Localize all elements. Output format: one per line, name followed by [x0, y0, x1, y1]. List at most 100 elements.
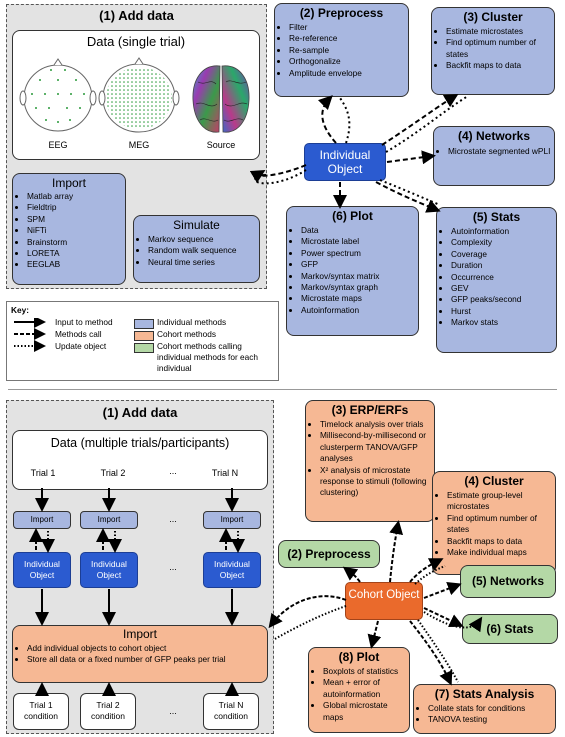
- list-item: Mean + error of autoinformation: [323, 677, 409, 700]
- eeg-head-icon: [19, 58, 97, 132]
- bottom-import-title: Import: [122, 627, 157, 641]
- top-preprocess-title: (2) Preprocess: [299, 6, 384, 20]
- list-item: Microstate label: [301, 236, 418, 247]
- bottom-arrows: [29, 488, 483, 696]
- simulate-box[interactable]: Simulate Markov sequence Random walk seq…: [133, 215, 260, 283]
- list-item: TANOVA testing: [428, 714, 555, 725]
- list-item: Backfit maps to data: [446, 60, 554, 71]
- cohort-object-label: Cohort Object: [348, 589, 420, 601]
- stats-analysis-box[interactable]: (7) Stats Analysis Collate stats for con…: [413, 684, 556, 734]
- list-item: Orthogonalize: [289, 56, 408, 67]
- top-stats-box[interactable]: (5) Stats Autoinformation Complexity Cov…: [436, 207, 557, 353]
- key-input: Input to method: [55, 317, 113, 327]
- trial-ellipsis: ...: [169, 466, 177, 476]
- condition-ellipsis: ...: [169, 706, 177, 716]
- top-networks-title: (4) Networks: [457, 129, 531, 143]
- top-stats-title: (5) Stats: [472, 210, 521, 224]
- top-import-title: Import: [51, 176, 86, 190]
- list-item: GFP peaks/second: [451, 294, 556, 305]
- trial-2-condition-label: Trial 2 condition: [90, 700, 126, 721]
- list-item: Autoinformation: [451, 226, 556, 237]
- list-item: Fieldtrip: [27, 202, 125, 213]
- list-item: Amplitude envelope: [289, 68, 408, 79]
- list-item: Duration: [451, 260, 556, 271]
- individual-object[interactable]: Individual Object: [304, 143, 386, 181]
- trial-n-label: Trial N: [211, 468, 239, 478]
- top-preprocess-box[interactable]: (2) Preprocess Filter Re-reference Re-sa…: [274, 3, 409, 97]
- list-item: Find optimum number of states: [447, 513, 555, 536]
- key-arrow-icons: [14, 318, 46, 352]
- list-item: GFP: [301, 259, 418, 270]
- list-item: Estimate group-level microstates: [447, 490, 555, 513]
- key-individual-methods: Individual methods: [157, 317, 227, 327]
- top-add-data-title: (1) Add data: [99, 8, 174, 23]
- top-plot-box[interactable]: (6) Plot Data Microstate label Power spe…: [286, 206, 419, 336]
- list-item: Backfit maps to data: [447, 536, 555, 547]
- list-item: Markov stats: [451, 317, 556, 328]
- list-item: Store all data or a fixed number of GFP …: [27, 654, 267, 665]
- list-item: Brainstorm: [27, 237, 125, 248]
- top-data-title: Data (single trial): [86, 34, 186, 49]
- meg-label: MEG: [128, 140, 150, 150]
- top-arrows: [249, 93, 469, 213]
- stats-analysis-title: (7) Stats Analysis: [434, 687, 535, 701]
- import-ellipsis: ...: [169, 514, 177, 524]
- list-item: Markov sequence: [148, 234, 259, 245]
- top-cluster-box[interactable]: (3) Cluster Estimate microstates Find op…: [431, 7, 555, 95]
- list-item: Hurst: [451, 306, 556, 317]
- bottom-cluster-box[interactable]: (4) Cluster Estimate group-level microst…: [432, 471, 556, 575]
- trial-2-condition[interactable]: Trial 2 condition: [80, 693, 136, 730]
- list-item: GEV: [451, 283, 556, 294]
- cohort-object[interactable]: Cohort Object: [345, 582, 423, 620]
- key-swatch-cohort: [134, 331, 154, 341]
- bottom-data-title: Data (multiple trials/participants): [50, 436, 230, 450]
- trial-1-label: Trial 1: [30, 468, 56, 478]
- trial-n-condition[interactable]: Trial N condition: [203, 693, 259, 730]
- meg-head-icon: [98, 57, 180, 133]
- eeg-label: EEG: [48, 140, 68, 150]
- list-item: EEGLAB: [27, 259, 125, 270]
- list-item: Matlab array: [27, 191, 125, 202]
- top-import-box[interactable]: Import Matlab array Fieldtrip SPM NiFTi …: [12, 173, 126, 285]
- individual-object-1-label: Individual Object: [24, 559, 60, 580]
- erp-list: Timelock analysis over trials Millisecon…: [306, 419, 434, 499]
- bottom-networks-box[interactable]: (5) Networks: [460, 565, 556, 598]
- erp-box[interactable]: (3) ERP/ERFs Timelock analysis over tria…: [305, 400, 435, 522]
- object-ellipsis: ...: [169, 562, 177, 572]
- list-item: Autoinformation: [301, 305, 418, 316]
- bottom-import-box[interactable]: Import Add individual objects to cohort …: [12, 625, 268, 683]
- individual-object-1[interactable]: Individual Object: [13, 552, 71, 588]
- bottom-plot-box[interactable]: (8) Plot Boxplots of statistics Mean + e…: [308, 647, 410, 733]
- key-methods-call: Methods call: [55, 329, 102, 339]
- list-item: Find optimum number of states: [446, 37, 554, 60]
- key-box: Key: Input to method Methods call Update…: [6, 301, 279, 381]
- top-cluster-list: Estimate microstates Find optimum number…: [432, 26, 554, 72]
- individual-object-n-label: Individual Object: [214, 559, 250, 580]
- list-item: Power spectrum: [301, 248, 418, 259]
- key-cohort-methods: Cohort methods: [157, 329, 217, 339]
- list-item: SPM: [27, 214, 125, 225]
- list-item: Data: [301, 225, 418, 236]
- key-swatch-calling: [134, 343, 154, 353]
- list-item: Add individual objects to cohort object: [27, 643, 267, 654]
- individual-object-n[interactable]: Individual Object: [203, 552, 261, 588]
- list-item: LORETA: [27, 248, 125, 259]
- list-item: Global microstate maps: [323, 700, 409, 723]
- top-preprocess-list: Filter Re-reference Re-sample Orthogonal…: [275, 22, 408, 79]
- stats-analysis-list: Collate stats for conditions TANOVA test…: [414, 703, 555, 726]
- source-label: Source: [206, 140, 236, 150]
- top-networks-box[interactable]: (4) Networks Microstate segmented wPLI: [433, 126, 555, 186]
- top-cluster-title: (3) Cluster: [463, 10, 523, 24]
- list-item: Microstate maps: [301, 293, 418, 304]
- list-item: Filter: [289, 22, 408, 33]
- list-item: Random walk sequence: [148, 245, 259, 256]
- list-item: NiFTi: [27, 225, 125, 236]
- bottom-preprocess-box[interactable]: (2) Preprocess: [278, 540, 380, 568]
- list-item: Timelock analysis over trials: [320, 419, 434, 430]
- bottom-cluster-list: Estimate group-level microstates Find op…: [433, 490, 555, 558]
- key-swatch-individual: [134, 319, 154, 329]
- top-plot-title: (6) Plot: [332, 209, 373, 223]
- list-item: Occurrence: [451, 272, 556, 283]
- list-item: Markov/syntax matrix: [301, 271, 418, 282]
- list-item: Coverage: [451, 249, 556, 260]
